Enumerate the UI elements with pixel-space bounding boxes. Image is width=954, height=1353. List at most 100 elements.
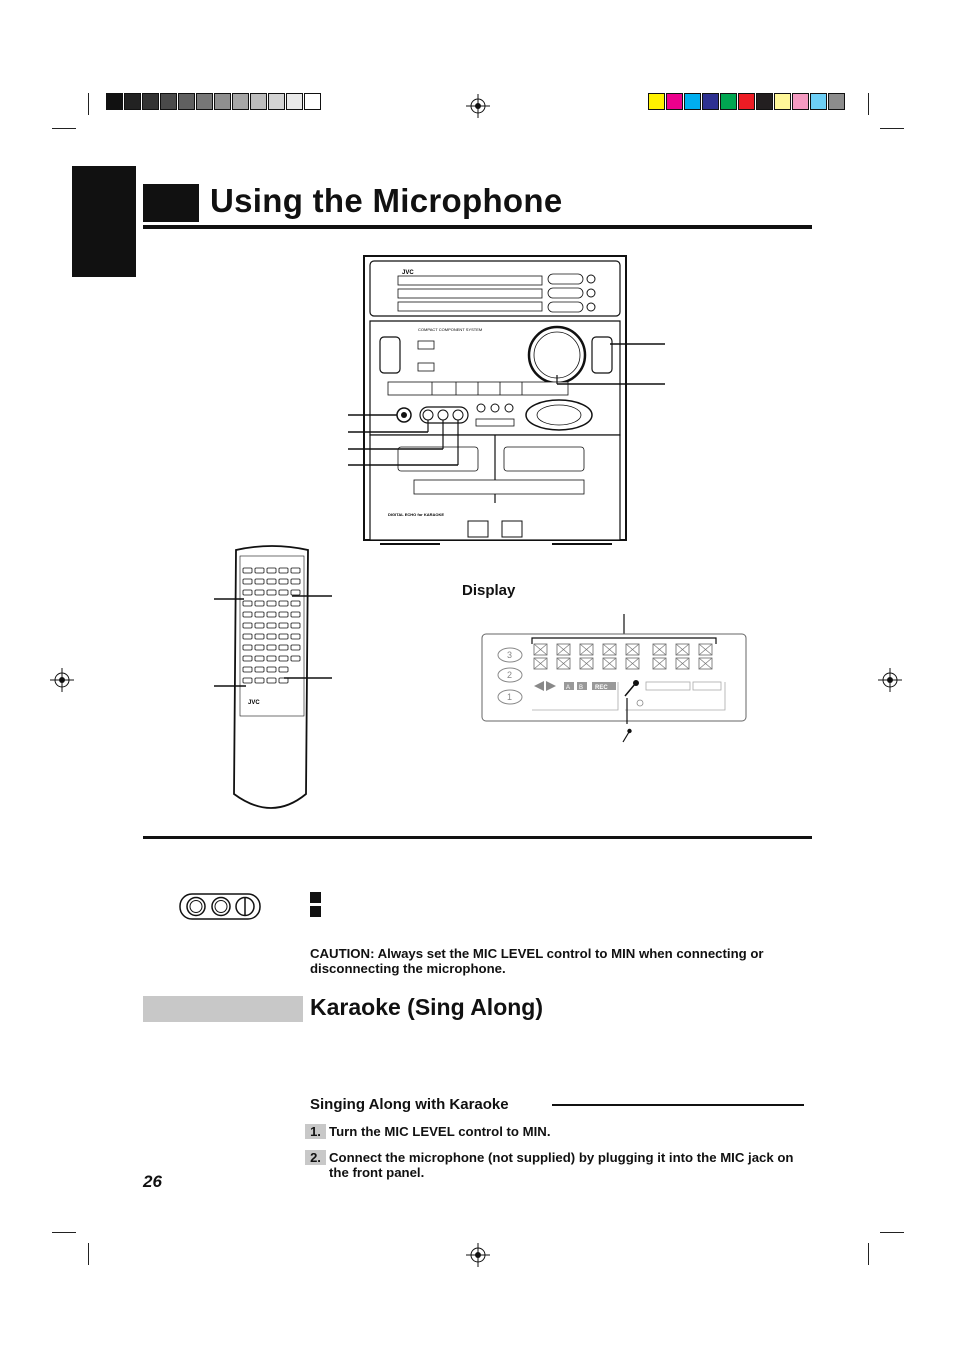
segment-digit	[579, 657, 594, 670]
disc-number: 1	[507, 692, 512, 702]
remote-button	[290, 633, 301, 640]
grey-swatch	[214, 93, 231, 110]
segment-digit	[698, 657, 713, 670]
bullet-square	[310, 906, 321, 917]
registration-mark-bottom	[466, 1243, 490, 1267]
unit-brand: JVC	[402, 270, 414, 276]
segment-digit	[533, 643, 548, 656]
remote-button	[266, 611, 277, 618]
remote-button	[266, 578, 277, 585]
remote-button	[242, 600, 253, 607]
remote-button	[278, 589, 289, 596]
page-title: Using the Microphone	[210, 182, 563, 219]
segment-digit-row	[533, 643, 713, 670]
remote-button	[242, 567, 253, 574]
color-swatch	[828, 93, 845, 110]
crop-mark	[880, 1232, 904, 1233]
stereo-unit-illustration: JVC COMPACT COMPONENT SYSTEM DIGITAL ECH…	[348, 255, 665, 545]
remote-button	[290, 567, 301, 574]
remote-button	[242, 633, 253, 640]
remote-button	[266, 633, 277, 640]
microphone-icon	[624, 680, 639, 697]
color-swatch	[720, 93, 737, 110]
title-box	[143, 184, 199, 222]
remote-button	[242, 677, 253, 684]
color-swatch	[666, 93, 683, 110]
registration-mark-right	[878, 668, 902, 692]
color-swatch	[648, 93, 665, 110]
display-tag-b: B	[579, 685, 583, 691]
mic-controls-illustration	[179, 893, 261, 920]
remote-button	[266, 567, 277, 574]
remote-button	[278, 567, 289, 574]
remote-button	[278, 578, 289, 585]
grey-swatch	[268, 93, 285, 110]
display-label: Display	[462, 582, 516, 599]
grey-swatch	[250, 93, 267, 110]
remote-button	[254, 655, 265, 662]
disc-number: 2	[507, 670, 512, 680]
crop-mark	[52, 128, 76, 129]
color-swatch	[738, 93, 755, 110]
remote-button	[242, 578, 253, 585]
subsection-rule	[552, 1104, 804, 1106]
grey-swatch	[142, 93, 159, 110]
segment-digit	[625, 657, 640, 670]
remote-button	[278, 611, 289, 618]
crop-mark	[88, 1243, 89, 1265]
remote-button	[278, 622, 289, 629]
color-swatch	[774, 93, 791, 110]
registration-mark-left	[50, 668, 74, 692]
remote-button	[254, 666, 265, 673]
remote-button	[290, 611, 301, 618]
segment-digit	[652, 657, 667, 670]
grey-swatch	[286, 93, 303, 110]
color-swatch	[810, 93, 827, 110]
remote-button	[266, 644, 277, 651]
remote-button	[290, 600, 301, 607]
segment-digit	[556, 643, 571, 656]
remote-button	[278, 677, 289, 684]
crop-mark	[868, 93, 869, 115]
caution-text: CAUTION: Always set the MIC LEVEL contro…	[310, 946, 764, 976]
remote-button	[278, 644, 289, 651]
remote-button	[254, 611, 265, 618]
step-number: 2.	[305, 1150, 326, 1165]
section-header-bar	[143, 996, 303, 1022]
color-swatch	[684, 93, 701, 110]
remote-button	[278, 666, 289, 673]
display-tag-a: A	[566, 685, 570, 691]
remote-button	[242, 666, 253, 673]
registration-mark-top	[466, 94, 490, 118]
remote-button	[242, 589, 253, 596]
remote-button	[254, 567, 265, 574]
remote-button	[290, 589, 301, 596]
remote-button	[254, 633, 265, 640]
color-swatch	[702, 93, 719, 110]
title-rule	[143, 225, 812, 229]
segment-digit	[579, 643, 594, 656]
crop-mark	[868, 1243, 869, 1265]
segment-digit	[533, 657, 548, 670]
remote-button	[278, 633, 289, 640]
remote-brand: JVC	[248, 700, 260, 706]
segment-digit	[652, 643, 667, 656]
remote-button	[242, 622, 253, 629]
grey-swatch	[304, 93, 321, 110]
remote-button	[242, 611, 253, 618]
segment-digit	[675, 657, 690, 670]
remote-button	[290, 655, 301, 662]
remote-button	[266, 677, 277, 684]
remote-button	[266, 589, 277, 596]
remote-button	[266, 655, 277, 662]
segment-digit	[625, 643, 640, 656]
section-rule	[143, 836, 812, 839]
segment-digit	[675, 643, 690, 656]
bullet-square	[310, 892, 321, 903]
remote-button-grid	[242, 567, 301, 684]
remote-button	[278, 600, 289, 607]
segment-digit	[698, 643, 713, 656]
step-text: Turn the MIC LEVEL control to MIN.	[329, 1124, 551, 1139]
remote-button	[290, 644, 301, 651]
color-swatch	[792, 93, 809, 110]
